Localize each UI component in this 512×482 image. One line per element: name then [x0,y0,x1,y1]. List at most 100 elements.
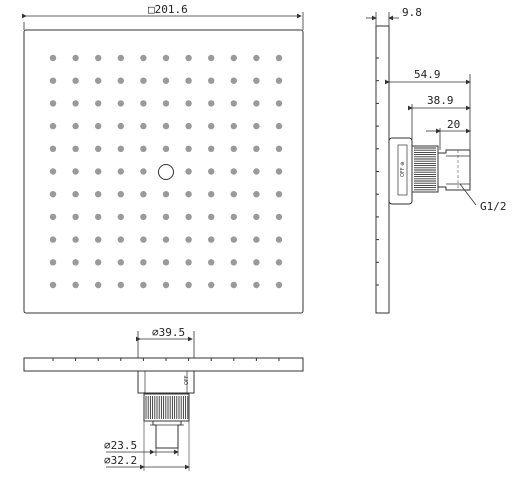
nozzle-dot [162,54,170,62]
nozzle-dot [185,259,192,266]
nozzle-dot [253,168,260,175]
thread-spec-label: G1/2 [480,200,507,213]
nozzle-dot [208,191,215,198]
nozzle-dot [275,77,283,84]
nozzle-dot [117,168,125,175]
nozzle-dot [49,77,57,84]
nozzle-dot [230,77,237,84]
nozzle-dot [140,191,147,198]
nozzle-dot [117,236,125,243]
nozzle-dot [185,145,192,152]
knurled-ring-hatching [414,147,436,191]
nozzle-dot [95,191,102,198]
nozzle-dot [117,100,125,107]
nozzle-dot [185,77,192,84]
nozzle-dot [95,54,102,62]
side-thread-label: 20 [447,118,460,131]
bottom-knurled-hatching [145,396,189,419]
nozzle-dot [230,122,237,130]
nozzle-dot [162,259,170,266]
nozzle-dot [95,281,102,289]
nozzle-dot [185,168,192,175]
nozzle-dot [49,145,57,152]
bottom-body-marking: OFF [184,375,190,385]
nozzle-grid [49,54,283,289]
nozzle-dot [140,168,147,175]
nozzle-dot [117,259,125,266]
nozzle-dot [140,281,147,289]
side-view: 9.8 54.9 38.9 20 OFF ⊕ G1/2 [366,6,507,314]
nozzle-dot [49,100,57,107]
nozzle-dot [208,122,215,130]
nozzle-dot [275,259,283,266]
nozzle-dot [117,145,125,152]
nozzle-dot [230,236,237,243]
bottom-body-label: ∅32.2 [104,454,137,467]
nozzle-dot [275,281,283,289]
front-view: □201.6 [22,3,304,314]
nozzle-dot [140,236,147,243]
nozzle-dot [230,100,237,107]
nozzle-dot [230,168,237,175]
nozzle-dot [95,100,102,107]
nozzle-dot [253,236,260,243]
nozzle-dot [49,213,57,221]
nozzle-dot [253,54,260,62]
shower-plate-edge [375,25,390,314]
nozzle-dot [253,213,260,221]
nozzle-dot [208,213,215,221]
nozzle-dot [230,54,237,62]
nozzle-dot [140,259,147,266]
nozzle-dot [117,54,125,62]
nozzle-dot [275,168,283,175]
nozzle-dot [95,213,102,221]
nozzle-dot [49,122,57,130]
nozzle-dot [95,259,102,266]
nozzle-dot [117,122,125,130]
nozzle-dot [162,213,170,221]
nozzle-dot [162,145,170,152]
nozzle-dot [117,191,125,198]
nozzle-dot [275,54,283,62]
nozzle-dot [275,145,283,152]
nozzle-dot [95,236,102,243]
nozzle-dot [162,236,170,243]
shower-plate-side [23,357,304,372]
front-width-label: □201.6 [148,3,188,16]
plate-side-ticks [52,358,280,361]
nozzle-dot [49,281,57,289]
nozzle-dot [208,54,215,62]
nozzle-dot [185,213,192,221]
nozzle-dot [72,122,79,130]
nozzle-dot [275,236,283,243]
nozzle-dot [72,145,79,152]
ball-joint-inner [397,144,408,196]
nozzle-dot [95,77,102,84]
nozzle-dot [140,145,147,152]
nozzle-dot [72,213,79,221]
nozzle-dot [253,145,260,152]
nozzle-dot [72,236,79,243]
nozzle-dot [230,281,237,289]
center-hole [158,164,174,180]
nozzle-dot [140,77,147,84]
plate-edge-ticks [376,57,379,286]
side-depth-label: 9.8 [402,6,422,19]
nozzle-dot [253,281,260,289]
nozzle-dot [230,259,237,266]
nozzle-dot [49,236,57,243]
bottom-ball-joint [137,370,195,394]
body-marking: OFF ⊕ [400,162,406,177]
nozzle-dot [162,100,170,107]
nozzle-dot [117,77,125,84]
nozzle-dot [72,77,79,84]
nozzle-dot [275,213,283,221]
nozzle-dot [185,100,192,107]
nozzle-dot [95,168,102,175]
nozzle-dot [275,100,283,107]
nozzle-dot [185,191,192,198]
nozzle-dot [140,213,147,221]
nozzle-dot [230,145,237,152]
bottom-nut-label: ∅23.5 [104,439,137,452]
nozzle-dot [140,54,147,62]
